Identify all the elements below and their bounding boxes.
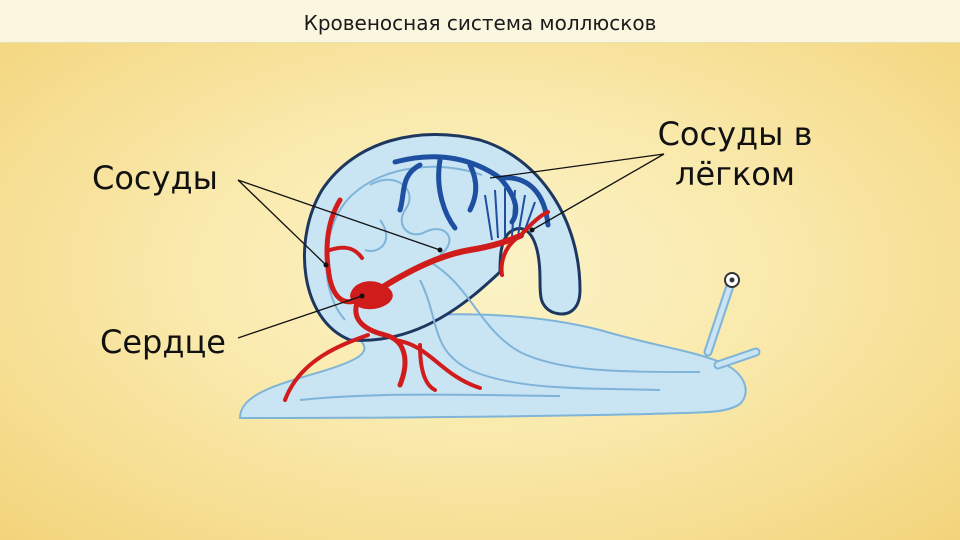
heart [350,281,393,310]
label-heart: Сердце [100,323,226,361]
pointer-lung-1 [489,153,665,179]
eye-tentacle-inner [705,283,733,355]
label-lung-vessels: Сосуды в лёгком [620,114,850,194]
pointer-vessels-2 [237,179,441,251]
title-bar [0,0,960,43]
veins [392,154,551,231]
pointer-lines [237,153,665,339]
pointer-lung-2 [531,153,665,231]
arteries [283,197,550,402]
intestine [429,261,701,373]
label-lung-vessels-line2: лёгком [675,155,795,193]
slide-title: Кровеносная система моллюсков [303,11,657,35]
pointer-dots [323,227,535,299]
internal-organ [369,178,451,256]
pointer-heart [237,295,363,339]
snail-shell [303,133,582,342]
label-lung-vessels-line1: Сосуды в [657,115,813,153]
pointer-vessels-1 [237,179,327,266]
label-vessels: Сосуды [92,159,218,197]
